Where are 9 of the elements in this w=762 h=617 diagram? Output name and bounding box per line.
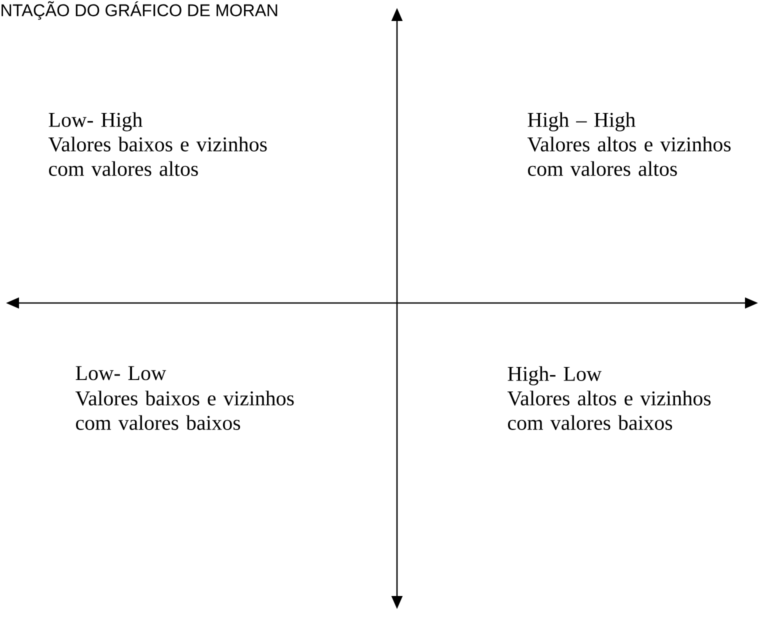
quadrant-heading: Low- Low: [76, 366, 166, 380]
quadrant-description: Valores altos e vizinhos com valores baixos: [507, 390, 711, 430]
quadrant-description: Valores altos e vizinhos com valores altos: [527, 136, 731, 176]
quadrant-heading: High – High: [528, 112, 636, 132]
quadrant-description: Valores baixos e vizinhos com valores altos: [48, 136, 267, 176]
title: NTAÇÃO DO GRÁFICO DE MORAN: [2, 1, 278, 20]
quadrant-heading: High- Low: [508, 366, 602, 386]
quadrant-heading: Low- High: [48, 112, 142, 132]
quadrant-description: Valores baixos e vizinhos com valores baixos: [75, 390, 294, 430]
